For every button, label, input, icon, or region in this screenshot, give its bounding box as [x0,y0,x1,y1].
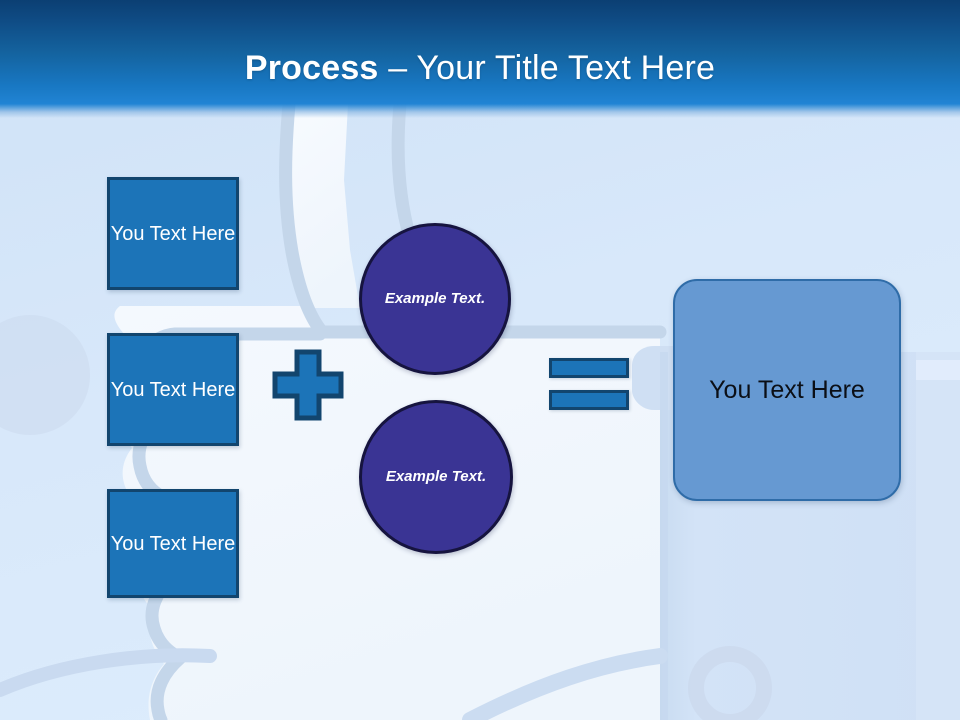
input-box-2[interactable]: You Text Here [107,333,239,446]
page-title-separator: – [378,49,417,87]
example-circle-1[interactable]: Example Text. [359,223,511,375]
header-band [0,0,960,118]
equals-bar-bottom [549,390,629,410]
corner-circle-watermark [0,315,90,435]
example-circle-2[interactable]: Example Text. [359,400,513,554]
input-box-3-label: You Text Here [110,532,236,555]
equals-operator-icon [549,358,631,410]
example-circle-2-label: Example Text. [385,467,487,485]
wrist-swoosh-left [0,648,217,697]
result-box-label: You Text Here [709,376,865,404]
result-box[interactable]: You Text Here [673,279,901,501]
input-box-1[interactable]: You Text Here [107,177,239,290]
equals-bar-top [549,358,629,378]
page-title-rest: Your Title Text Here [416,49,716,87]
wrist-swoosh-right [462,648,668,720]
input-box-2-label: You Text Here [110,378,236,401]
plus-operator-icon [272,349,344,421]
ring-watermark-icon [688,646,772,720]
page-title: Process – Your Title Text Here [0,49,960,87]
example-circle-1-label: Example Text. [384,289,486,307]
input-box-3[interactable]: You Text Here [107,489,239,598]
page-title-strong: Process [244,49,379,87]
input-box-1-label: You Text Here [110,222,236,245]
hand-body [114,104,660,720]
